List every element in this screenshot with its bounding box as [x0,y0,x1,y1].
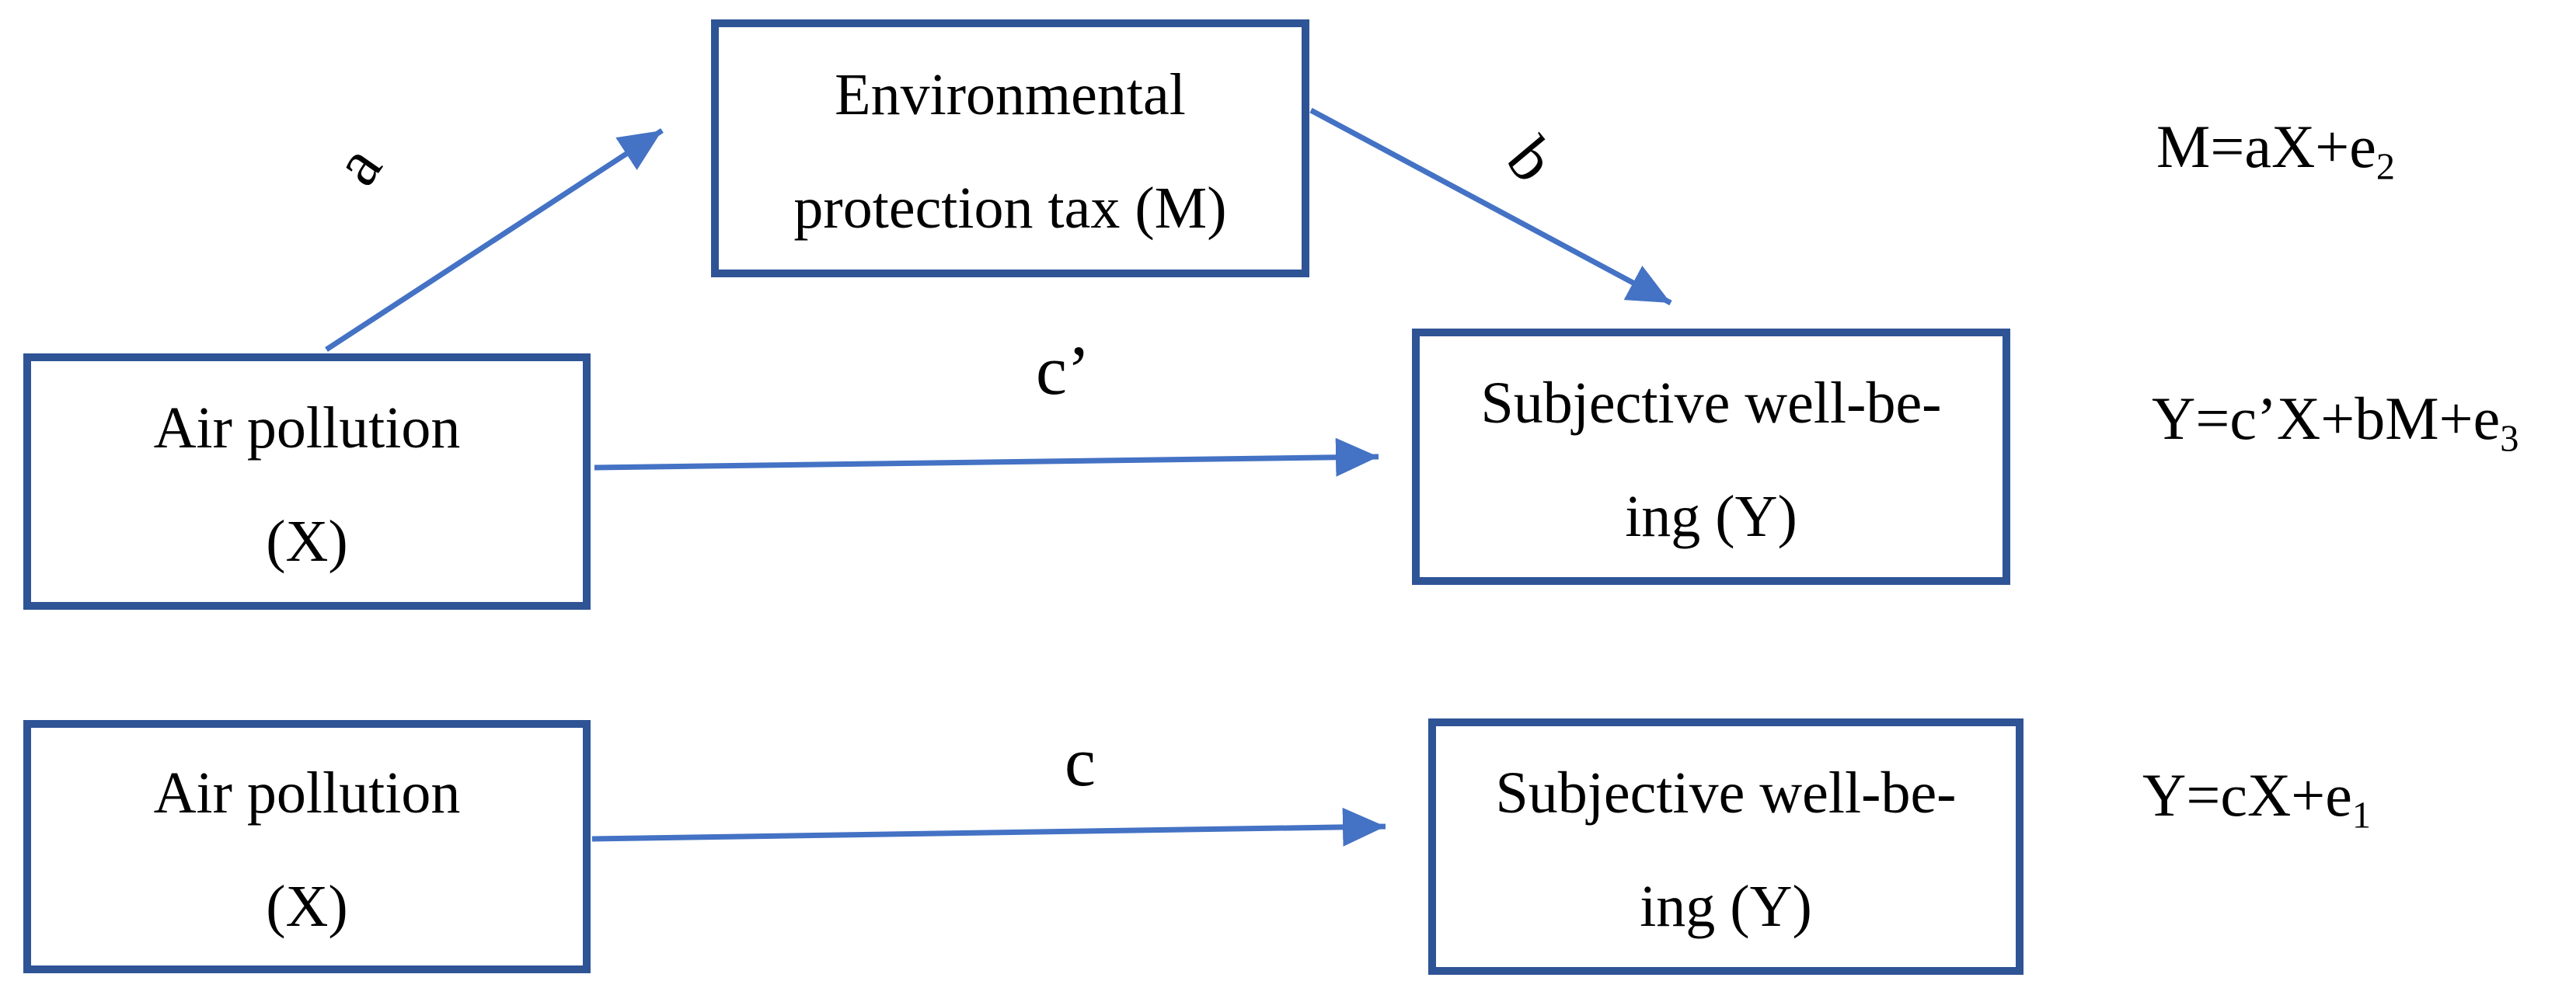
mediator-equation: M=aX+e2 [2156,117,2395,186]
outcome-box-top-line1: Subjective well-be- [1480,371,1942,436]
mediator-equation-base: M=aX+e [2156,113,2376,181]
outcome-box-bottom-line2: ing (Y) [1640,874,1812,939]
mediator-box-line2: protection tax (M) [793,176,1227,241]
outcome-full-equation-subscript: 3 [2500,418,2519,460]
path-c-label: c [1065,724,1096,801]
mediator-equation-subscript: 2 [2376,146,2396,188]
path-a-arrow [325,128,664,352]
outcome-box-top-line2: ing (Y) [1625,484,1797,549]
outcome-full-equation-base: Y=c’X+bM+e [2152,384,2501,453]
outcome-total-equation-subscript: 1 [2351,795,2372,837]
outcome-box-top: Subjective well-be- ing (Y) [1412,329,2010,585]
outcome-box-bottom-line1: Subjective well-be- [1495,760,1957,826]
path-c-prime-arrow [594,437,1379,477]
outcome-box-bottom: Subjective well-be- ing (Y) [1428,718,2024,975]
predictor-box-bottom-line1: Air pollution [153,760,461,826]
outcome-total-equation-base: Y=cX+e [2142,761,2352,830]
outcome-total-equation: Y=cX+e1 [2142,765,2371,835]
mediator-box-line1: Environmental [835,62,1186,127]
predictor-box-top-line1: Air pollution [153,395,461,461]
outcome-full-equation: Y=c’X+bM+e3 [2152,388,2518,458]
predictor-box-bottom: Air pollution (X) [23,720,591,973]
predictor-box-bottom-line2: (X) [266,874,348,939]
path-c-arrow [591,807,1386,847]
path-c-prime-label: c’ [1036,332,1090,409]
path-b-arrow [1309,107,1672,306]
mediator-box: Environmental protection tax (M) [711,19,1309,277]
predictor-box-top-line2: (X) [266,509,348,574]
predictor-box-top: Air pollution (X) [23,353,591,610]
